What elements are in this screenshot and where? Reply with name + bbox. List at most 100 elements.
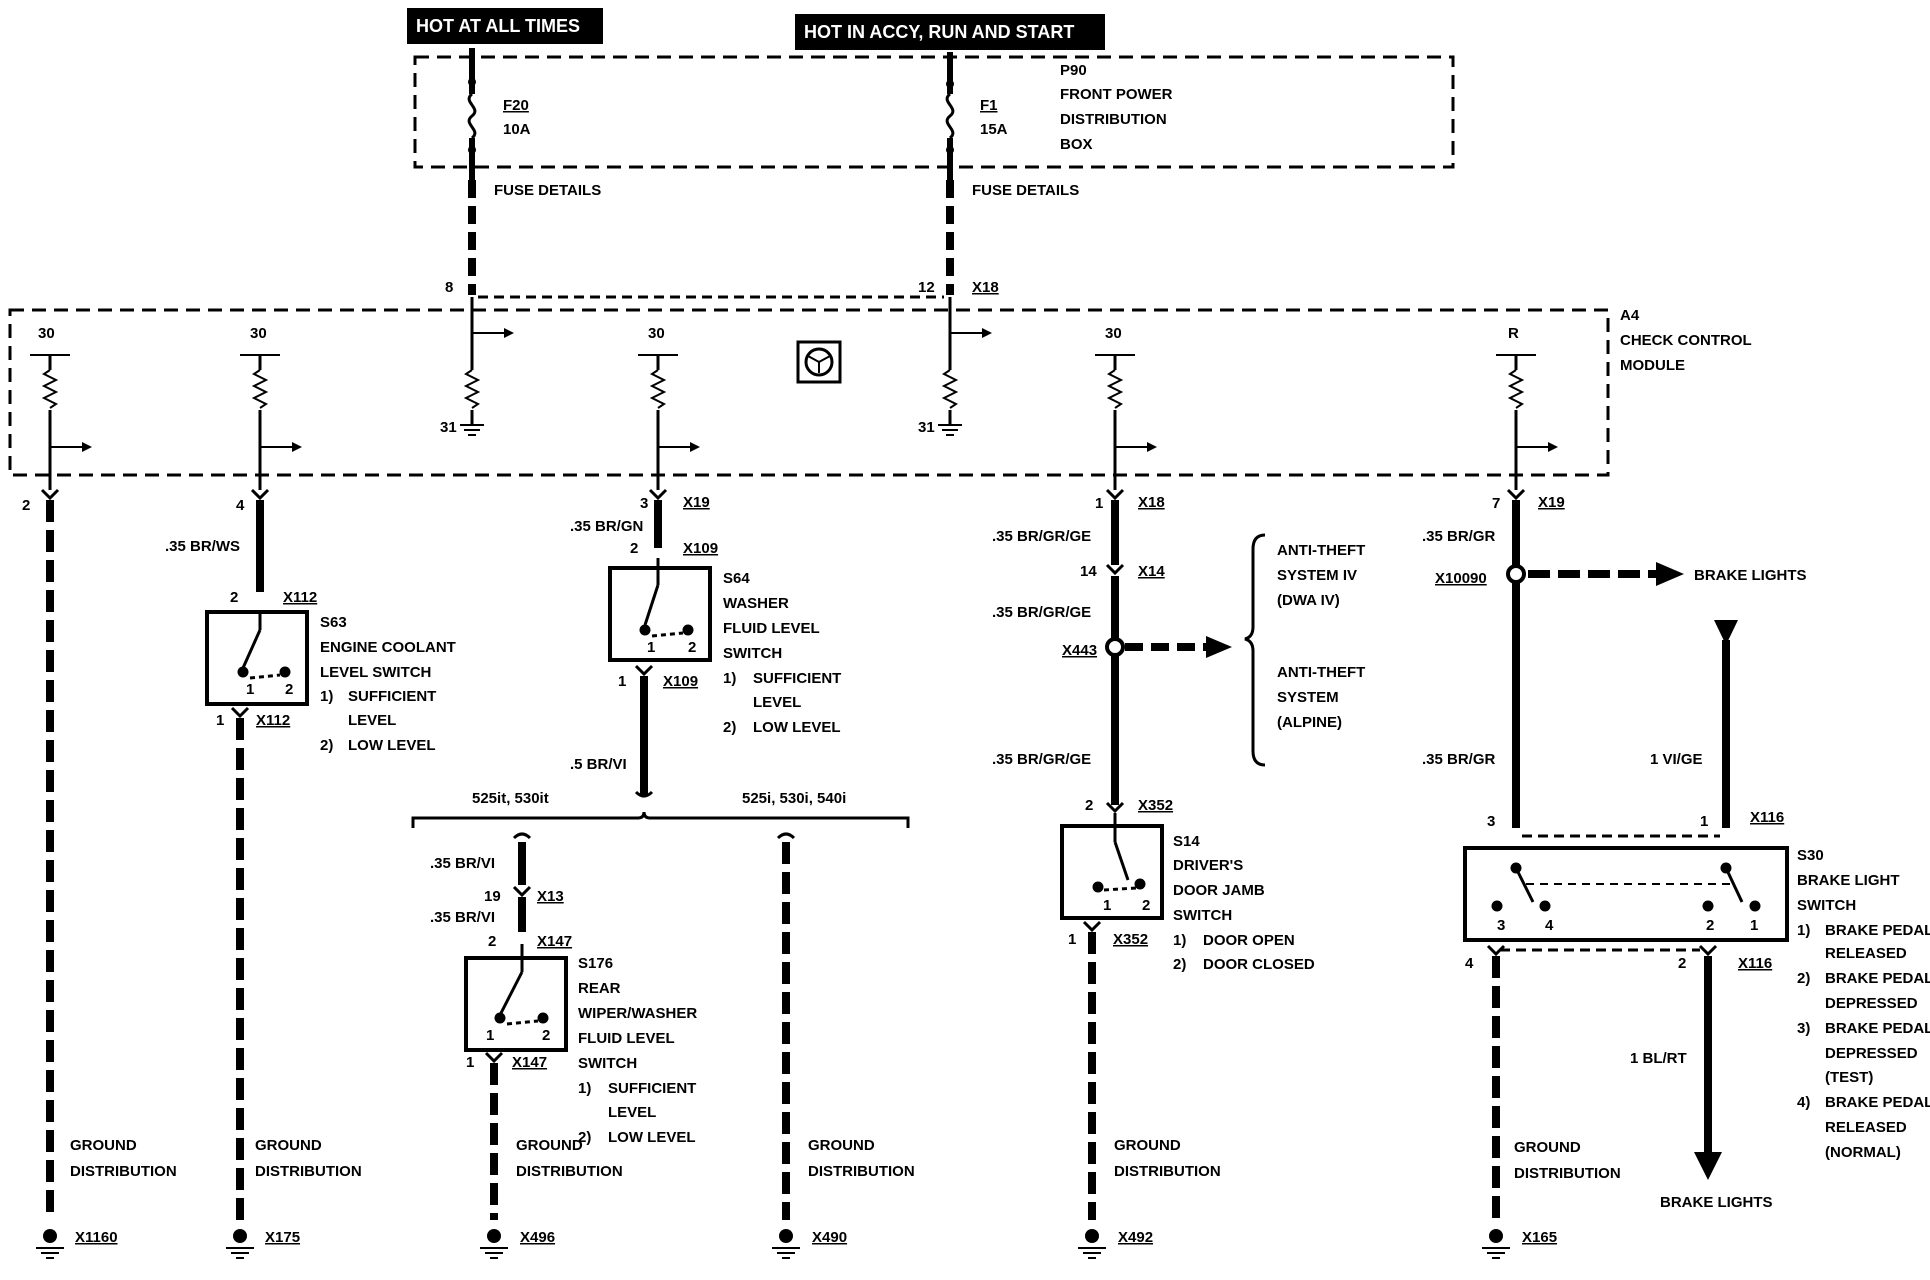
ground-icon-x1160 bbox=[36, 1229, 64, 1259]
terminal-31-1: 31 bbox=[440, 419, 457, 436]
terminal-31-2: 31 bbox=[918, 419, 935, 436]
s14-connector-bottom-label: X352 bbox=[1113, 931, 1148, 948]
s64-state-1-text: SUFFICIENT bbox=[753, 670, 841, 687]
wire-br-vi-2: .35 BR/VI bbox=[430, 909, 495, 926]
fuse-f1-details: FUSE DETAILS bbox=[972, 182, 1079, 199]
s63-connector-bottom bbox=[230, 706, 250, 719]
ground-label-2a: GROUND bbox=[255, 1137, 322, 1154]
s176-connector-bottom bbox=[484, 1051, 504, 1064]
anti-theft-4: ANTI-THEFT bbox=[1277, 664, 1365, 681]
variant-right-hook bbox=[776, 832, 796, 840]
header-box-hot-in-accy bbox=[795, 14, 1105, 50]
s14-switch-contacts bbox=[1092, 813, 1146, 893]
s63-pin-1: 1 bbox=[216, 712, 224, 729]
s63-state-3-num: 2) bbox=[320, 737, 333, 754]
s64-state-2-text: LEVEL bbox=[753, 694, 801, 711]
terminal-30-3: 30 bbox=[648, 325, 665, 342]
s14-state-2-num: 2) bbox=[1173, 956, 1186, 973]
ground-icon-x492 bbox=[1078, 1229, 1106, 1259]
s30-pin-2-bottom: 2 bbox=[1678, 955, 1686, 972]
fuse-f1-rating: 15A bbox=[980, 121, 1008, 138]
s30-state-5-num: 3) bbox=[1797, 1020, 1810, 1037]
brake-lights-lower: BRAKE LIGHTS bbox=[1660, 1194, 1773, 1211]
s64-contact-2: 2 bbox=[688, 639, 696, 656]
x10090-label: X10090 bbox=[1435, 570, 1487, 587]
header-box-hot-at-all-times bbox=[407, 8, 603, 44]
wire-br-gr-2: .35 BR/GR bbox=[1422, 751, 1496, 768]
variant-left-label: 525it, 530it bbox=[472, 790, 549, 807]
variant-brace bbox=[411, 811, 910, 828]
s64-connector-top: X109 bbox=[683, 540, 718, 557]
s30-pin-1-top: 1 bbox=[1700, 813, 1708, 830]
s176-switch-box bbox=[464, 956, 568, 1052]
ground-label-5b: DISTRIBUTION bbox=[1114, 1163, 1221, 1180]
a4-circuit-col5 bbox=[938, 297, 992, 436]
ground-icon-x490 bbox=[772, 1229, 800, 1259]
ground-icon-x496 bbox=[480, 1229, 508, 1259]
s64-switch-box bbox=[608, 566, 712, 662]
s63-state-1-num: 1) bbox=[320, 688, 333, 705]
p90-line-1: FRONT POWER bbox=[1060, 86, 1173, 103]
s14-line-1: DRIVER'S bbox=[1173, 857, 1243, 874]
s64-contact-1: 1 bbox=[647, 639, 655, 656]
s176-pin-2-top: 2 bbox=[488, 933, 496, 950]
s30-contact-2: 2 bbox=[1706, 917, 1714, 934]
a4-circuit-col6 bbox=[1095, 354, 1157, 490]
col3-pin-3: 3 bbox=[640, 495, 648, 512]
s14-pin-2-top: 2 bbox=[1085, 797, 1093, 814]
s63-pin-2: 2 bbox=[230, 589, 238, 606]
col4-connector-x18 bbox=[1105, 488, 1125, 501]
col2-connector-top bbox=[250, 488, 270, 501]
s30-state-5-text: BRAKE PEDAL bbox=[1825, 1020, 1930, 1037]
brake-lights-upper: BRAKE LIGHTS bbox=[1694, 567, 1807, 584]
terminal-30-4: 30 bbox=[1105, 325, 1122, 342]
s63-contact-2: 2 bbox=[285, 681, 293, 698]
a4-line-2: MODULE bbox=[1620, 357, 1685, 374]
s14-contact-2: 2 bbox=[1142, 897, 1150, 914]
col5-connector-x19-label: X19 bbox=[1538, 494, 1565, 511]
fuse-f1 bbox=[945, 52, 955, 180]
s176-connector-x13-label: X13 bbox=[537, 888, 564, 905]
ground-label-3a: GROUND bbox=[516, 1137, 583, 1154]
s64-pin-2-top: 2 bbox=[630, 540, 638, 557]
s176-branch-hook bbox=[512, 832, 532, 840]
ground-icon-x165 bbox=[1482, 1229, 1510, 1259]
terminal-30-1: 30 bbox=[38, 325, 55, 342]
anti-theft-6: (ALPINE) bbox=[1277, 714, 1342, 731]
s176-connector-bottom-label: X147 bbox=[512, 1054, 547, 1071]
col4-connector-x18-label: X18 bbox=[1138, 494, 1165, 511]
header-hot-in-accy: HOT IN ACCY, RUN AND START bbox=[804, 22, 1074, 42]
s64-switch-contacts bbox=[639, 558, 694, 638]
s14-state-1-text: DOOR OPEN bbox=[1203, 932, 1295, 949]
x10090-branch-arrow bbox=[1656, 562, 1684, 586]
col4-pin-1: 1 bbox=[1095, 495, 1103, 512]
ground-ref-x1160: X1160 bbox=[75, 1229, 118, 1246]
wire-br-ws: .35 BR/WS bbox=[165, 538, 240, 555]
ground-ref-x175: X175 bbox=[265, 1229, 300, 1246]
x10090-splice bbox=[1506, 564, 1526, 584]
x443-splice bbox=[1105, 637, 1125, 657]
s14-line-2: DOOR JAMB bbox=[1173, 882, 1265, 899]
a4-id: A4 bbox=[1620, 307, 1640, 324]
s30-state-2-text: RELEASED bbox=[1825, 945, 1907, 962]
pin-8: 8 bbox=[445, 279, 453, 296]
p90-box bbox=[413, 55, 1455, 169]
s30-state-8-text: BRAKE PEDAL bbox=[1825, 1094, 1930, 1111]
s30-state-10-text: (NORMAL) bbox=[1825, 1144, 1901, 1161]
ground-icon-x175 bbox=[226, 1229, 254, 1259]
s14-connector-top-label: X352 bbox=[1138, 797, 1173, 814]
s30-contact-4: 4 bbox=[1545, 917, 1554, 934]
col2-pin-4: 4 bbox=[236, 497, 245, 514]
anti-theft-2: SYSTEM IV bbox=[1277, 567, 1357, 584]
bl-rt-arrow-head bbox=[1694, 1152, 1722, 1180]
s176-state-3-num: 2) bbox=[578, 1129, 591, 1146]
col1-connector bbox=[40, 488, 60, 501]
col3-connector-x19 bbox=[648, 488, 668, 501]
s30-state-4-text: DEPRESSED bbox=[1825, 995, 1918, 1012]
fuse-f20-rating: 10A bbox=[503, 121, 531, 138]
s14-connector-bottom bbox=[1082, 920, 1102, 933]
s14-line-3: SWITCH bbox=[1173, 907, 1232, 924]
ground-label-3b: DISTRIBUTION bbox=[516, 1163, 623, 1180]
